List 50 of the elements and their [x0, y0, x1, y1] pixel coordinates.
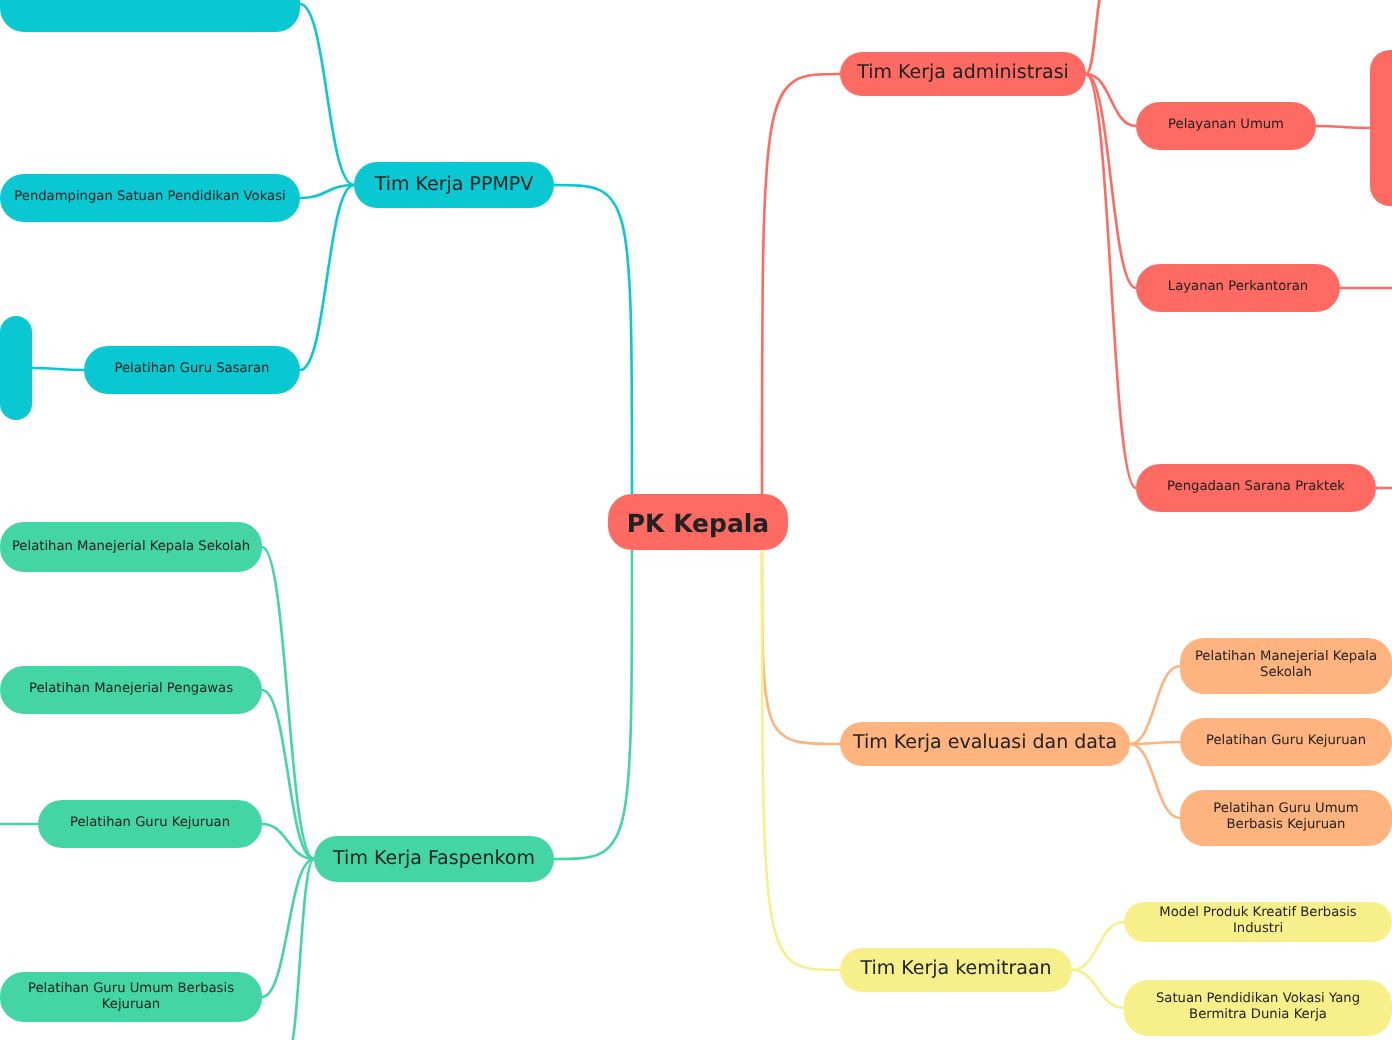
topic-node — [1136, 102, 1316, 150]
topic-node — [840, 722, 1130, 766]
topic-node — [1180, 790, 1392, 846]
connector-line — [299, 183, 355, 200]
connector-line — [299, 183, 355, 372]
connector-line — [299, 2, 355, 187]
topic-text: Tim Kerja kemitraan — [860, 958, 1052, 982]
connector-line — [554, 183, 634, 494]
topic-node — [840, 52, 1086, 96]
connector-line — [1071, 920, 1125, 972]
topic-node — [1180, 638, 1392, 694]
topic-node — [0, 972, 262, 1022]
connector-line — [0, 822, 38, 826]
topic-node — [314, 836, 554, 882]
topic-box — [0, 316, 32, 420]
topic-node — [1180, 718, 1392, 766]
connector-line — [760, 550, 840, 972]
connector-line — [1085, 72, 1137, 128]
connector-line — [554, 550, 634, 861]
connector-line — [261, 546, 315, 860]
connector-line — [261, 822, 315, 861]
topic-node — [84, 346, 300, 394]
connector-line — [1340, 286, 1392, 290]
topic-node — [354, 162, 554, 208]
connector-line — [32, 366, 84, 372]
topic-text: Tim Kerja administrasi — [857, 62, 1069, 86]
topic-node — [1136, 464, 1376, 512]
topic-node — [1124, 980, 1392, 1036]
connector-line — [1085, 0, 1107, 75]
connector-line — [1129, 664, 1181, 746]
topic-node — [1136, 264, 1340, 312]
topic-node — [840, 948, 1072, 992]
topic-node — [0, 666, 262, 714]
topic-text: Tim Kerja Faspenkom — [333, 847, 535, 871]
connector-line — [1085, 72, 1137, 290]
topic-node — [1124, 902, 1392, 942]
connector-line — [261, 688, 315, 861]
topic-node — [608, 494, 788, 550]
connector-line — [1071, 968, 1125, 1010]
connector-line — [1130, 740, 1180, 746]
topic-node — [0, 174, 300, 222]
connector-line — [1129, 742, 1181, 820]
topic-text: Tim Kerja evaluasi dan data — [852, 732, 1118, 756]
topic-node — [0, 522, 262, 572]
connector-line — [760, 72, 840, 494]
connector-line — [261, 857, 315, 999]
topic-text: PK Kepala — [626, 507, 770, 537]
topic-text: Tim Kerja PPMPV — [374, 173, 534, 197]
connector-line — [1084, 73, 1138, 489]
topic-node — [38, 800, 262, 848]
